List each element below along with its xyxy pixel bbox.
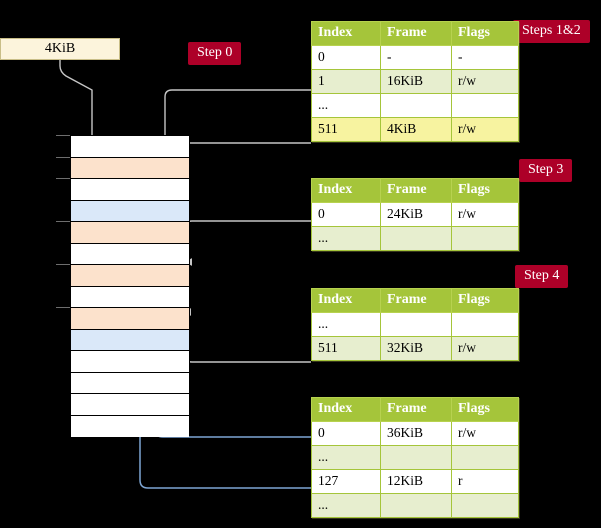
memory-frame-row	[71, 243, 189, 265]
cell-frame	[380, 312, 452, 337]
memory-frame-tick	[56, 135, 70, 136]
memory-frame-row	[71, 179, 189, 201]
column-header-index: Index	[311, 288, 381, 313]
memory-frame-row	[71, 136, 189, 158]
cell-frame: 4KiB	[380, 117, 452, 142]
memory-frame-row	[71, 286, 189, 308]
table-row: 0--	[311, 45, 519, 70]
cell-index: ...	[311, 493, 381, 518]
table-row: ...	[311, 226, 519, 251]
column-header-flags: Flags	[451, 21, 519, 46]
cell-index: 0	[311, 421, 381, 446]
column-header-frame: Frame	[380, 21, 452, 46]
memory-frame-row	[71, 265, 189, 287]
page-4kib-label: 4KiB	[44, 41, 76, 56]
column-header-flags: Flags	[451, 397, 519, 422]
cell-frame: 32KiB	[380, 336, 452, 361]
cell-flags	[451, 312, 519, 337]
cell-flags	[451, 93, 519, 118]
badge-steps-1-2: Steps 1&2	[513, 20, 590, 43]
cell-frame	[380, 226, 452, 251]
cell-frame: 12KiB	[380, 469, 452, 494]
column-header-frame: Frame	[380, 397, 452, 422]
memory-frame-row	[71, 415, 189, 437]
badge-step-4: Step 4	[515, 265, 569, 288]
memory-frame-row	[71, 308, 189, 330]
column-header-index: Index	[311, 178, 381, 203]
memory-frame-row	[71, 222, 189, 244]
cell-index: ...	[311, 312, 381, 337]
column-header-frame: Frame	[380, 288, 452, 313]
cell-flags: r/w	[451, 202, 519, 227]
cell-index: 0	[311, 202, 381, 227]
cell-flags: r	[451, 469, 519, 494]
memory-frame-tick	[56, 178, 70, 179]
cell-index: 1	[311, 69, 381, 94]
cell-flags: r/w	[451, 336, 519, 361]
cell-flags	[451, 445, 519, 470]
cell-flags: r/w	[451, 421, 519, 446]
memory-frame-row	[71, 157, 189, 179]
cell-index: ...	[311, 93, 381, 118]
column-header-flags: Flags	[451, 288, 519, 313]
cell-frame	[380, 93, 452, 118]
memory-frame-tick	[56, 221, 70, 222]
cell-flags	[451, 226, 519, 251]
cell-index: 511	[311, 336, 381, 361]
cell-frame: 16KiB	[380, 69, 452, 94]
column-header-frame: Frame	[380, 178, 452, 203]
memory-frame-row	[71, 200, 189, 222]
cell-flags: -	[451, 45, 519, 70]
column-header-index: Index	[311, 21, 381, 46]
cell-index: 511	[311, 117, 381, 142]
badge-step-0: Step 0	[188, 42, 242, 65]
column-header-flags: Flags	[451, 178, 519, 203]
memory-frame-tick	[56, 307, 70, 308]
column-header-index: Index	[311, 397, 381, 422]
cell-index: 0	[311, 45, 381, 70]
physical-memory-grid	[70, 135, 190, 437]
table-row: ...	[311, 445, 519, 470]
cell-frame: 36KiB	[380, 421, 452, 446]
table-row: ...	[311, 493, 519, 518]
badge-step-3: Step 3	[519, 159, 573, 182]
memory-frame-row	[71, 329, 189, 351]
cell-frame	[380, 445, 452, 470]
cell-flags	[451, 493, 519, 518]
table-row: ...	[311, 93, 519, 118]
cell-flags: r/w	[451, 69, 519, 94]
memory-frame-row	[71, 372, 189, 394]
memory-frame-tick	[56, 156, 70, 158]
memory-frame-row	[71, 394, 189, 416]
table-row: ...	[311, 312, 519, 337]
cell-index: ...	[311, 226, 381, 251]
cell-index: 127	[311, 469, 381, 494]
cell-index: ...	[311, 445, 381, 470]
cell-flags: r/w	[451, 117, 519, 142]
memory-frame-tick	[56, 264, 70, 265]
memory-frame-row	[71, 351, 189, 373]
cell-frame: 24KiB	[380, 202, 452, 227]
cell-frame: -	[380, 45, 452, 70]
cell-frame	[380, 493, 452, 518]
page-4kib-box: 4KiB	[0, 38, 120, 60]
